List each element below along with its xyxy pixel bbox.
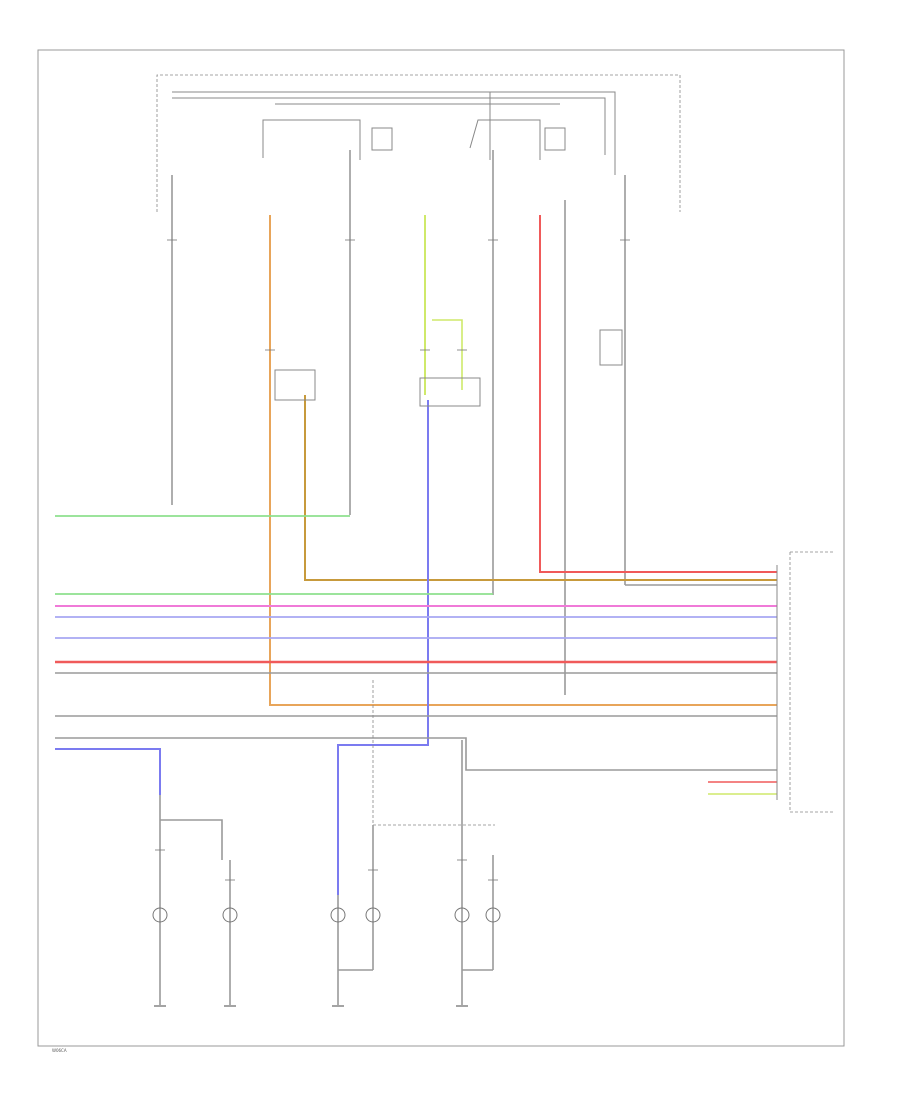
lamp-feed-left [160, 819, 223, 860]
diagram-code: W06CA [52, 1048, 67, 1053]
wire-ticks [155, 239, 630, 881]
diagram-border [37, 49, 845, 1047]
lamp-symbol-4 [365, 907, 381, 923]
lamp-sense-line [372, 680, 495, 826]
top-bus-line-2 [172, 97, 606, 155]
headlamp-relay-right [469, 119, 541, 160]
lamp-symbol-2 [222, 907, 238, 923]
wire-blue-vertical [337, 400, 429, 895]
wire-olive [304, 395, 777, 581]
relay-coil-right [544, 127, 566, 151]
headlamp-relay-left [262, 119, 361, 160]
fuse-box-outline [156, 74, 681, 212]
component-box-1 [274, 369, 316, 401]
lamp-symbol-3 [330, 907, 346, 923]
relay-coil-left [371, 127, 393, 151]
wire-yellowgreen-branch [432, 319, 463, 390]
component-box-2 [419, 377, 481, 407]
wire-red-upper [539, 215, 777, 573]
wire-blue-left [55, 748, 161, 795]
wire-orange [269, 215, 777, 706]
top-bus-line-1 [172, 91, 616, 175]
lamp-symbol-1 [152, 907, 168, 923]
lamp-symbol-6 [485, 907, 501, 923]
wire-gray-3 [55, 737, 777, 771]
switch-component [599, 329, 623, 366]
lamp-symbol-5 [454, 907, 470, 923]
